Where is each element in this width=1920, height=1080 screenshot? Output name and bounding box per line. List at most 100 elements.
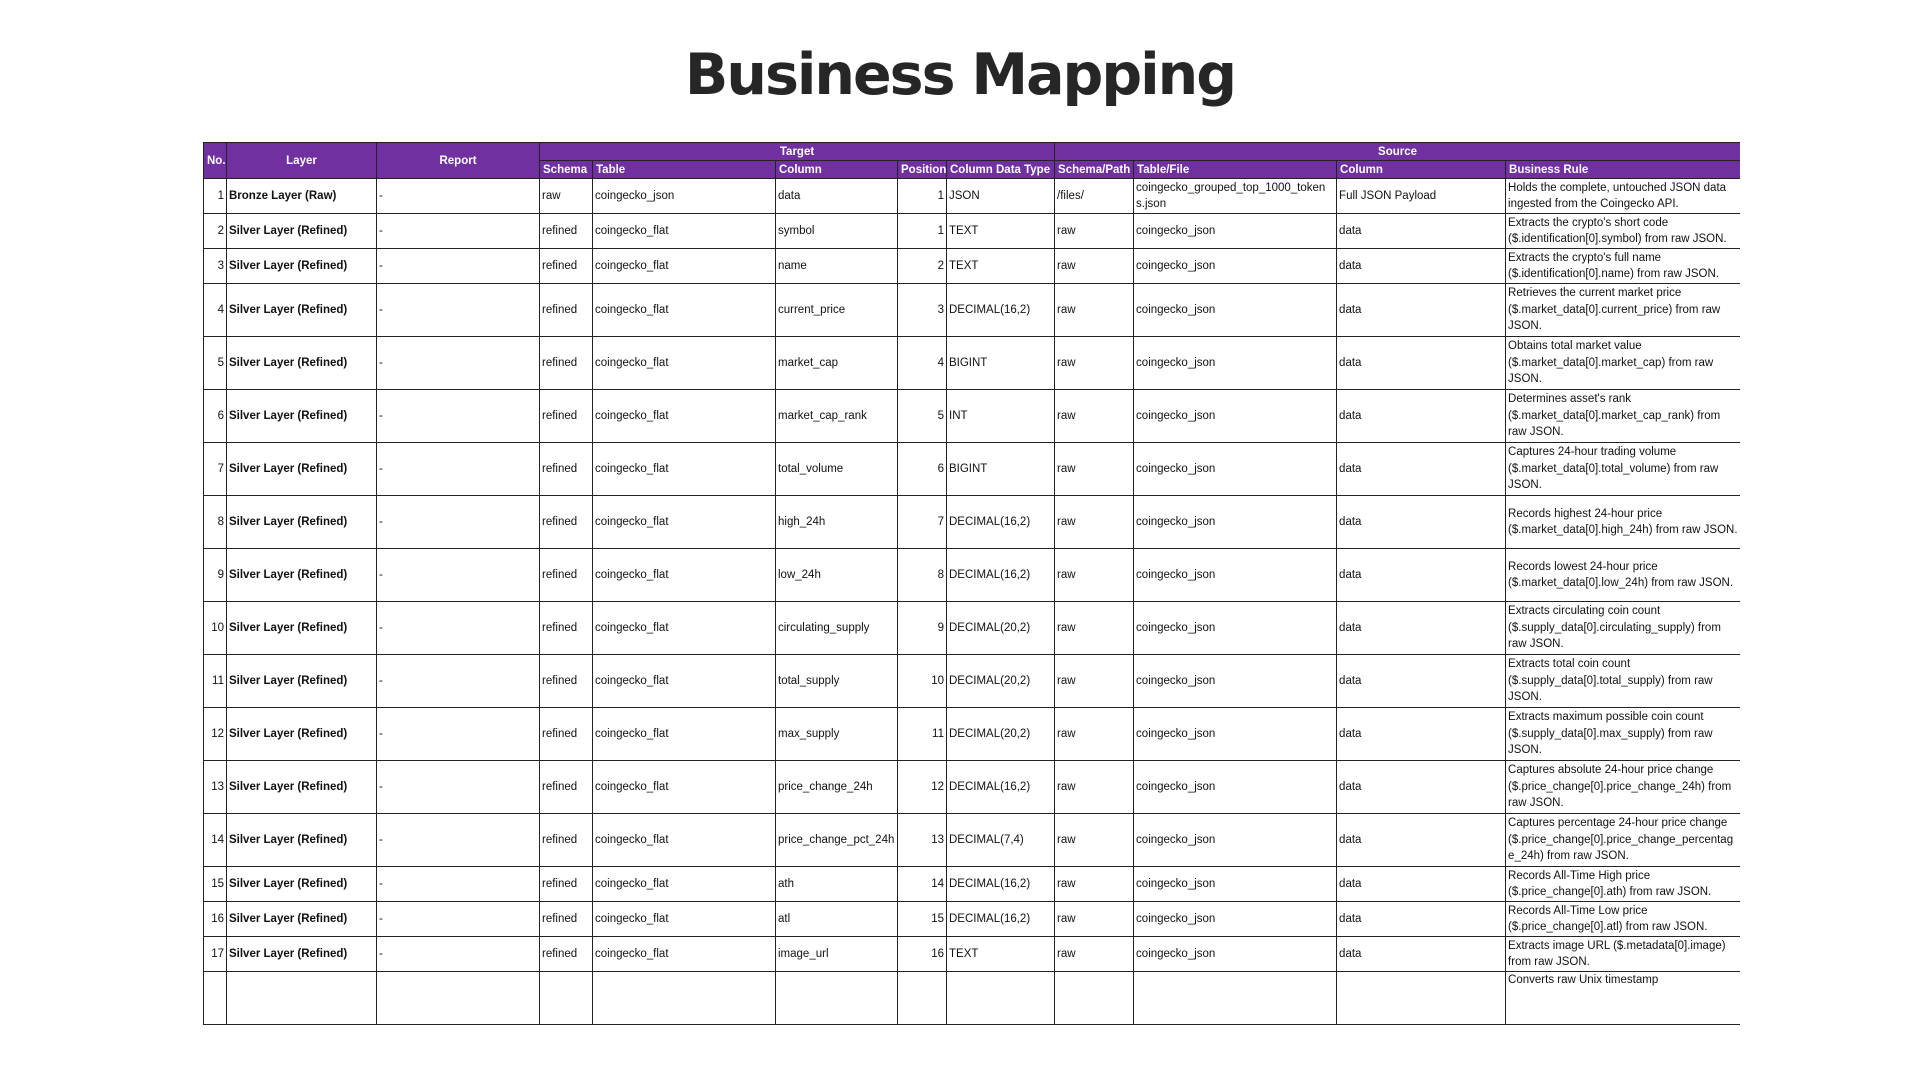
cell-table: coingecko_flat (592, 936, 776, 972)
group-header-target: Target (538, 142, 1056, 161)
cell-report: - (376, 178, 540, 214)
cell-business-rule: Retrieves the current market price ($.ma… (1505, 283, 1740, 337)
cell-schema: refined (539, 283, 593, 337)
cell-report: - (376, 248, 540, 284)
cell-business-rule: Holds the complete, untouched JSON data … (1505, 178, 1740, 214)
cell-source-column: data (1336, 389, 1507, 443)
cell-schema-path (1054, 971, 1135, 1025)
cell-report: - (376, 707, 540, 761)
cell-schema: refined (539, 495, 593, 549)
cell-no: 6 (203, 389, 227, 443)
cell-source-column: data (1336, 760, 1507, 814)
cell-schema: refined (539, 866, 593, 902)
cell-column: max_supply (775, 707, 898, 761)
cell-layer (226, 971, 377, 1025)
cell-data-type: DECIMAL(7,4) (945, 813, 1056, 867)
cell-position: 4 (897, 336, 947, 390)
cell-position: 2 (897, 248, 947, 284)
cell-table-file: coingecko_json (1133, 654, 1338, 708)
cell-layer: Silver Layer (Refined) (226, 442, 377, 496)
group-header-source: Source (1054, 142, 1740, 161)
cell-column: image_url (775, 936, 898, 972)
cell-column: name (775, 248, 898, 284)
column-header-schema: Schema (539, 160, 593, 179)
column-header-data-type: Column Data Type (945, 160, 1056, 179)
cell-column: symbol (775, 213, 898, 249)
cell-table: coingecko_flat (592, 389, 776, 443)
cell-table: coingecko_flat (592, 813, 776, 867)
cell-source-column: data (1336, 336, 1507, 390)
cell-schema-path: raw (1054, 866, 1135, 902)
cell-layer: Silver Layer (Refined) (226, 248, 377, 284)
cell-report: - (376, 813, 540, 867)
cell-schema-path: raw (1054, 707, 1135, 761)
cell-schema: refined (539, 389, 593, 443)
cell-no: 17 (203, 936, 227, 972)
cell-layer: Silver Layer (Refined) (226, 760, 377, 814)
cell-no: 13 (203, 760, 227, 814)
cell-source-column: data (1336, 213, 1507, 249)
cell-no: 8 (203, 495, 227, 549)
cell-business-rule: Extracts circulating coin count ($.suppl… (1505, 601, 1740, 655)
cell-column: data (775, 178, 898, 214)
cell-table-file: coingecko_json (1133, 760, 1338, 814)
cell-data-type: BIGINT (945, 336, 1056, 390)
cell-layer: Silver Layer (Refined) (226, 336, 377, 390)
cell-source-column: data (1336, 601, 1507, 655)
cell-business-rule: Obtains total market value ($.market_dat… (1505, 336, 1740, 390)
cell-schema: refined (539, 813, 593, 867)
table-row: Converts raw Unix timestamp (203, 971, 1740, 1025)
cell-business-rule: Captures 24-hour trading volume ($.marke… (1505, 442, 1740, 496)
cell-table-file (1133, 971, 1338, 1025)
table-row: 17 Silver Layer (Refined) - refined coin… (203, 936, 1740, 972)
cell-position: 14 (897, 866, 947, 902)
cell-source-column: data (1336, 901, 1507, 937)
cell-column (775, 971, 898, 1025)
cell-no: 10 (203, 601, 227, 655)
cell-business-rule: Captures absolute 24-hour price change (… (1505, 760, 1740, 814)
cell-data-type: JSON (945, 178, 1056, 214)
cell-table-file: coingecko_grouped_top_1000_tokens.json (1133, 178, 1338, 214)
cell-data-type: TEXT (945, 936, 1056, 972)
cell-source-column: data (1336, 654, 1507, 708)
cell-layer: Silver Layer (Refined) (226, 707, 377, 761)
cell-table: coingecko_flat (592, 707, 776, 761)
cell-no: 16 (203, 901, 227, 937)
cell-column: low_24h (775, 548, 898, 602)
cell-schema-path: raw (1054, 213, 1135, 249)
cell-column: atl (775, 901, 898, 937)
cell-source-column: data (1336, 707, 1507, 761)
cell-business-rule: Extracts the crypto's full name ($.ident… (1505, 248, 1740, 284)
cell-business-rule: Captures percentage 24-hour price change… (1505, 813, 1740, 867)
cell-data-type: DECIMAL(20,2) (945, 707, 1056, 761)
mapping-table-viewport[interactable]: No. Layer Report Target Source Schema Ta… (203, 142, 1740, 1038)
cell-table: coingecko_flat (592, 248, 776, 284)
cell-source-column: data (1336, 813, 1507, 867)
cell-column: current_price (775, 283, 898, 337)
cell-schema-path: raw (1054, 654, 1135, 708)
cell-business-rule: Converts raw Unix timestamp (1505, 971, 1740, 1025)
cell-layer: Silver Layer (Refined) (226, 213, 377, 249)
table-row: 15 Silver Layer (Refined) - refined coin… (203, 866, 1740, 902)
cell-data-type: INT (945, 389, 1056, 443)
cell-schema-path: raw (1054, 601, 1135, 655)
cell-schema-path: raw (1054, 813, 1135, 867)
cell-column: circulating_supply (775, 601, 898, 655)
cell-no: 7 (203, 442, 227, 496)
cell-report (376, 971, 540, 1025)
cell-schema-path: raw (1054, 901, 1135, 937)
cell-column: high_24h (775, 495, 898, 549)
cell-position: 8 (897, 548, 947, 602)
cell-data-type: TEXT (945, 213, 1056, 249)
cell-business-rule: Records highest 24-hour price ($.market_… (1505, 495, 1740, 549)
cell-business-rule: Extracts image URL ($.metadata[0].image)… (1505, 936, 1740, 972)
cell-data-type: DECIMAL(16,2) (945, 495, 1056, 549)
cell-business-rule: Determines asset's rank ($.market_data[0… (1505, 389, 1740, 443)
cell-data-type (945, 971, 1056, 1025)
column-header-source-column: Column (1336, 160, 1507, 179)
table-row: 16 Silver Layer (Refined) - refined coin… (203, 901, 1740, 937)
cell-no: 2 (203, 213, 227, 249)
cell-table: coingecko_flat (592, 654, 776, 708)
cell-no: 3 (203, 248, 227, 284)
cell-position: 15 (897, 901, 947, 937)
